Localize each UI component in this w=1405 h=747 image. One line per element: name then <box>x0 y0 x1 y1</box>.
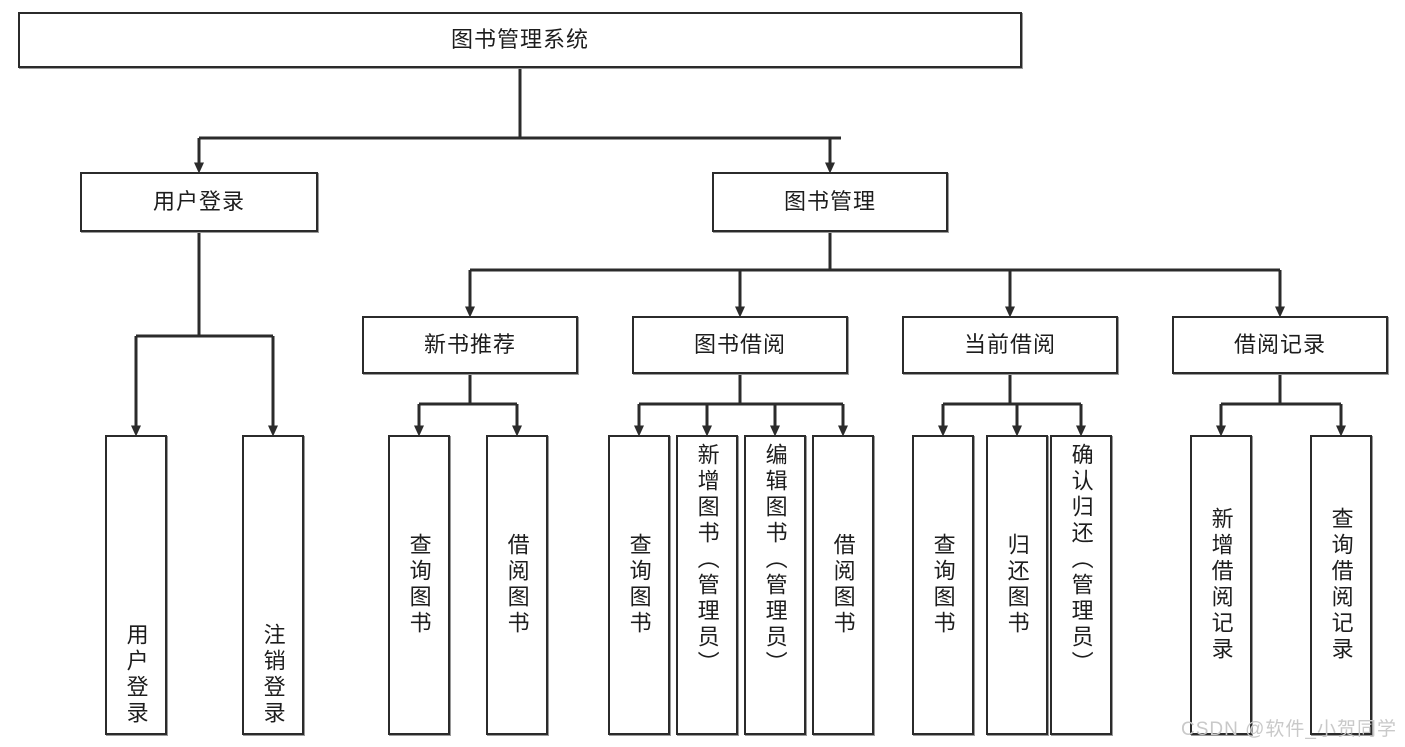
node-book-manage[interactable]: 图书管理 <box>712 172 948 232</box>
node-new-book-rec-label: 新书推荐 <box>423 332 516 358</box>
node-leaf-user-login[interactable]: 用户登录 <box>105 435 167 735</box>
node-leaf-borrow-book-2[interactable]: 借阅图书 <box>812 435 874 735</box>
node-leaf-return-book[interactable]: 归还图书 <box>986 435 1048 735</box>
node-leaf-user-logout[interactable]: 注销登录 <box>242 435 304 735</box>
node-leaf-edit-book[interactable]: 编辑图书（管理员） <box>744 435 806 735</box>
node-leaf-borrow-book-1[interactable]: 借阅图书 <box>486 435 548 735</box>
node-leaf-edit-book-label: 编辑图书（管理员） <box>762 443 788 677</box>
node-leaf-return-book-label: 归还图书 <box>1004 533 1030 637</box>
node-root-label: 图书管理系统 <box>450 27 589 53</box>
node-leaf-query-book-3-label: 查询图书 <box>930 533 956 637</box>
node-leaf-query-book-1-label: 查询图书 <box>406 533 432 637</box>
node-new-book-rec[interactable]: 新书推荐 <box>362 316 578 374</box>
node-root[interactable]: 图书管理系统 <box>18 12 1022 68</box>
node-leaf-query-book-1[interactable]: 查询图书 <box>388 435 450 735</box>
node-leaf-query-book-2[interactable]: 查询图书 <box>608 435 670 735</box>
node-leaf-query-book-2-label: 查询图书 <box>626 533 652 637</box>
node-leaf-confirm-return-label: 确认归还（管理员） <box>1068 443 1094 677</box>
csdn-watermark: CSDN @软件_小贺同学 <box>1181 719 1397 740</box>
node-book-borrow[interactable]: 图书借阅 <box>632 316 848 374</box>
node-borrow-record[interactable]: 借阅记录 <box>1172 316 1388 374</box>
node-leaf-user-login-label: 用户登录 <box>123 623 149 727</box>
node-leaf-user-logout-label: 注销登录 <box>260 623 286 727</box>
node-leaf-query-record[interactable]: 查询借阅记录 <box>1310 435 1372 735</box>
node-book-manage-label: 图书管理 <box>783 189 876 215</box>
node-user-login[interactable]: 用户登录 <box>80 172 318 232</box>
node-leaf-add-record[interactable]: 新增借阅记录 <box>1190 435 1252 735</box>
node-book-borrow-label: 图书借阅 <box>693 332 786 358</box>
node-leaf-borrow-book-1-label: 借阅图书 <box>504 533 530 637</box>
node-user-login-label: 用户登录 <box>152 189 245 215</box>
node-leaf-query-record-label: 查询借阅记录 <box>1328 507 1354 663</box>
node-leaf-add-record-label: 新增借阅记录 <box>1208 507 1234 663</box>
node-borrow-record-label: 借阅记录 <box>1233 332 1326 358</box>
node-leaf-add-book-label: 新增图书（管理员） <box>694 443 720 677</box>
node-current-borrow-label: 当前借阅 <box>963 332 1056 358</box>
node-leaf-query-book-3[interactable]: 查询图书 <box>912 435 974 735</box>
node-leaf-borrow-book-2-label: 借阅图书 <box>830 533 856 637</box>
node-leaf-add-book[interactable]: 新增图书（管理员） <box>676 435 738 735</box>
node-leaf-confirm-return[interactable]: 确认归还（管理员） <box>1050 435 1112 735</box>
node-current-borrow[interactable]: 当前借阅 <box>902 316 1118 374</box>
